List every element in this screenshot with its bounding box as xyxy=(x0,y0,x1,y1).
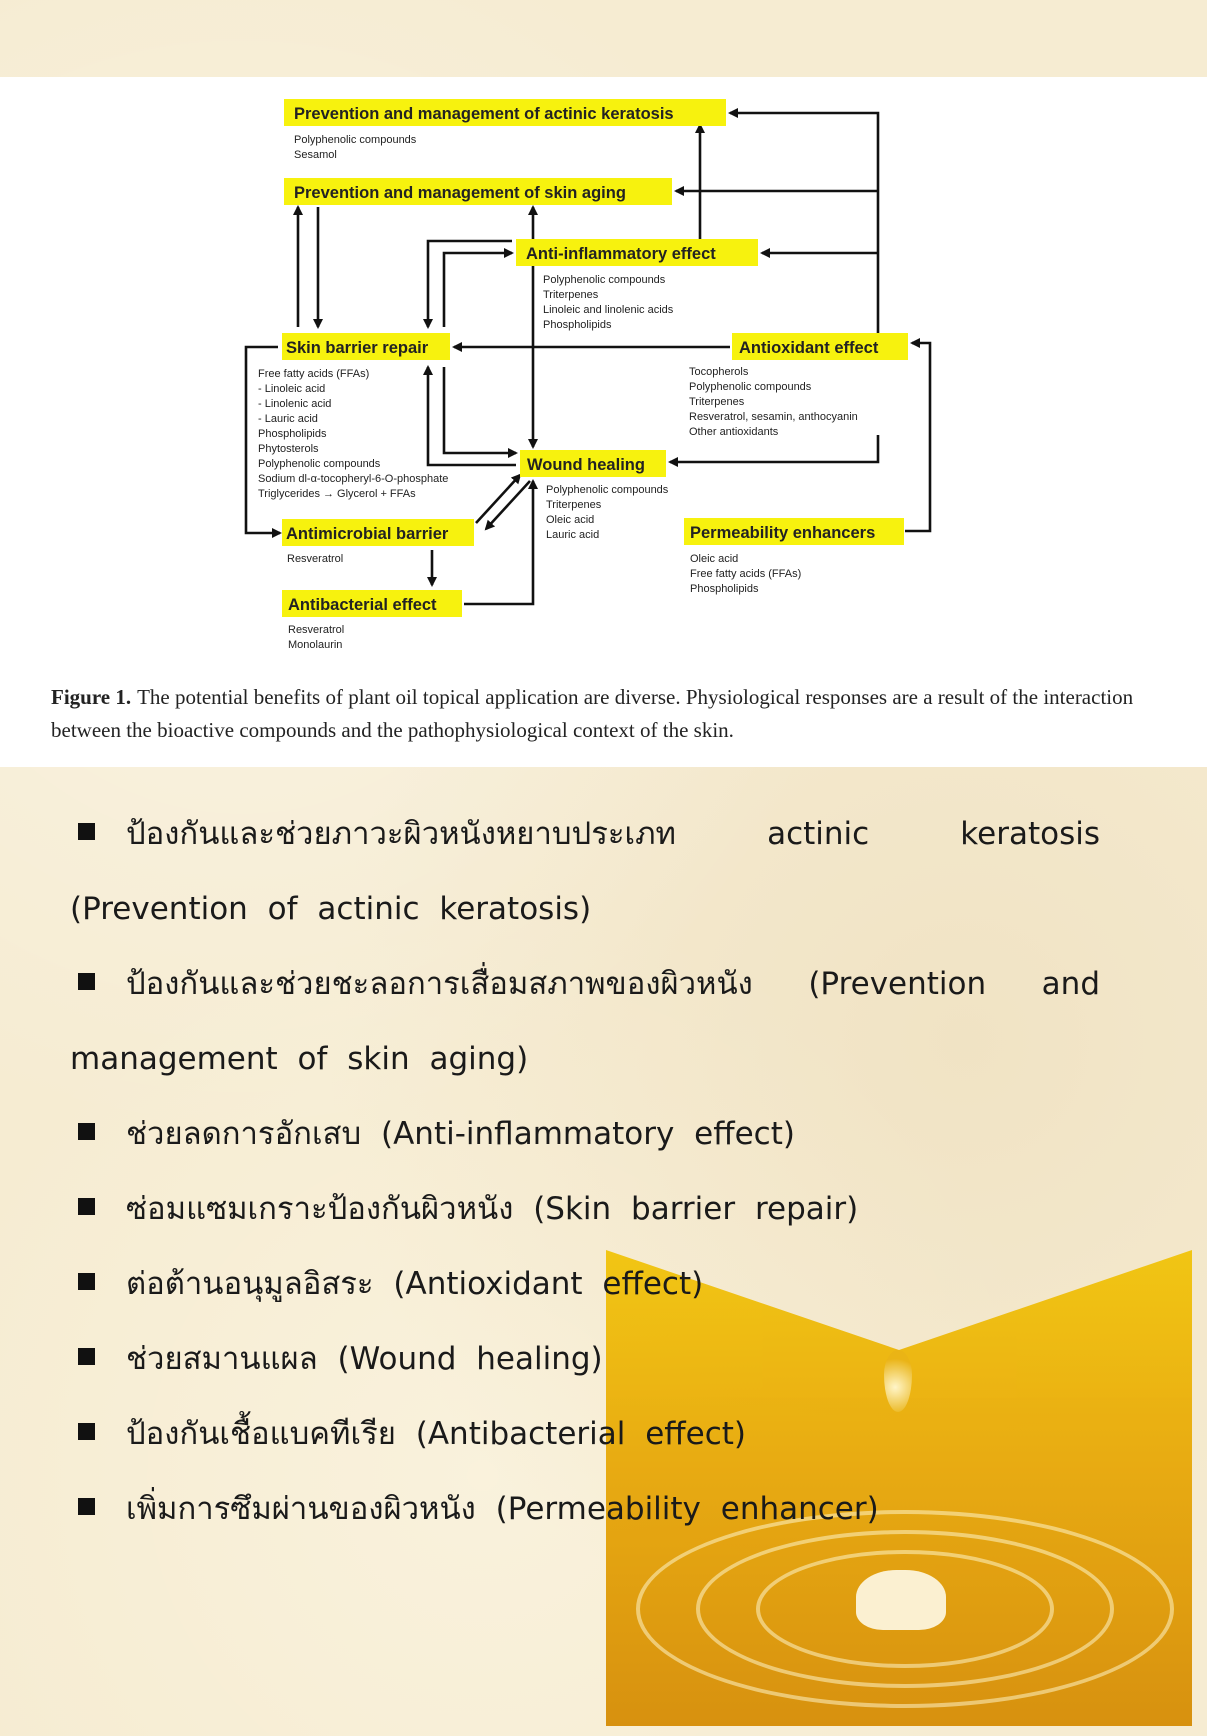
list-item: ต่อต้านอนุมูลอิสระ (Antioxidant effect) xyxy=(70,1247,1100,1322)
svg-text:Polyphenolic compounds: Polyphenolic compounds xyxy=(546,484,669,496)
benefit-list: ป้องกันและช่วยภาวะผิวหนังหยาบประเภท acti… xyxy=(70,797,1100,1547)
square-bullet-icon xyxy=(78,1198,95,1215)
svg-text:Resveratrol: Resveratrol xyxy=(288,624,344,636)
square-bullet-icon xyxy=(78,1348,95,1365)
square-bullet-icon xyxy=(78,1498,95,1515)
svg-text:Free fatty acids (FFAs): Free fatty acids (FFAs) xyxy=(258,368,369,380)
node-wound-healing: Wound healing Polyphenolic compounds Tri… xyxy=(520,450,669,541)
node-actinic-keratosis: Prevention and management of actinic ker… xyxy=(284,99,726,161)
svg-text:Tocopherols: Tocopherols xyxy=(689,366,749,378)
svg-text:Oleic acid: Oleic acid xyxy=(546,514,594,526)
list-item: ป้องกันเชื้อแบคทีเรีย (Antibacterial eff… xyxy=(70,1397,1100,1472)
svg-text:Triterpenes: Triterpenes xyxy=(689,396,745,408)
node-skin-aging: Prevention and management of skin aging xyxy=(284,178,672,205)
square-bullet-icon xyxy=(78,1423,95,1440)
svg-text:Lauric acid: Lauric acid xyxy=(546,529,599,541)
svg-text:Skin barrier repair: Skin barrier repair xyxy=(286,339,429,357)
svg-text:Phospholipids: Phospholipids xyxy=(543,319,612,331)
svg-text:Polyphenolic compounds: Polyphenolic compounds xyxy=(294,134,417,146)
svg-text:Antibacterial effect: Antibacterial effect xyxy=(288,596,437,614)
svg-text:Monolaurin: Monolaurin xyxy=(288,639,342,651)
node-antibacterial: Antibacterial effect Resveratrol Monolau… xyxy=(282,590,462,651)
svg-text:Wound healing: Wound healing xyxy=(527,456,645,474)
figure-panel: Prevention and management of actinic ker… xyxy=(0,77,1207,767)
svg-text:Sesamol: Sesamol xyxy=(294,149,337,161)
svg-text:Triglycerides → Glycerol + FFA: Triglycerides → Glycerol + FFAs xyxy=(258,488,416,500)
square-bullet-icon xyxy=(78,1123,95,1140)
benefits-diagram: Prevention and management of actinic ker… xyxy=(0,77,1207,677)
svg-text:Antioxidant effect: Antioxidant effect xyxy=(739,339,879,357)
svg-text:Resveratrol, sesamin, anthocya: Resveratrol, sesamin, anthocyanin xyxy=(689,411,858,423)
figure-caption: Figure 1.The potential benefits of plant… xyxy=(51,681,1161,747)
node-anti-inflammatory: Anti-inflammatory effect Polyphenolic co… xyxy=(516,239,758,331)
svg-text:Phospholipids: Phospholipids xyxy=(690,583,759,595)
list-item: ซ่อมแซมเกราะป้องกันผิวหนัง (Skin barrier… xyxy=(70,1172,1100,1247)
svg-text:- Lauric acid: - Lauric acid xyxy=(258,413,318,425)
svg-text:Phytosterols: Phytosterols xyxy=(258,443,319,455)
svg-text:Antimicrobial barrier: Antimicrobial barrier xyxy=(286,525,449,543)
svg-text:Permeability enhancers: Permeability enhancers xyxy=(690,524,875,542)
svg-text:- Linolenic acid: - Linolenic acid xyxy=(258,398,331,410)
svg-text:Resveratrol: Resveratrol xyxy=(287,553,343,565)
svg-text:Sodium dl-α-tocopheryl-6-O-pho: Sodium dl-α-tocopheryl-6-O-phosphate xyxy=(258,473,448,485)
list-item: ช่วยลดการอักเสบ (Anti-inflammatory effec… xyxy=(70,1097,1100,1172)
svg-text:Anti-inflammatory effect: Anti-inflammatory effect xyxy=(526,245,716,263)
svg-text:- Linoleic acid: - Linoleic acid xyxy=(258,383,325,395)
svg-text:Phospholipids: Phospholipids xyxy=(258,428,327,440)
square-bullet-icon xyxy=(78,973,95,990)
list-item: ป้องกันและช่วยชะลอการเสื่อมสภาพของผิวหนั… xyxy=(70,947,1100,1097)
svg-text:Polyphenolic compounds: Polyphenolic compounds xyxy=(689,381,812,393)
list-item: ช่วยสมานแผล (Wound healing) xyxy=(70,1322,1100,1397)
caption-text: The potential benefits of plant oil topi… xyxy=(51,685,1133,742)
list-item: เพิ่มการซึมผ่านของผิวหนัง (Permeability … xyxy=(70,1472,1100,1547)
caption-label: Figure 1. xyxy=(51,685,131,709)
svg-text:Triterpenes: Triterpenes xyxy=(543,289,599,301)
svg-text:Prevention and management of s: Prevention and management of skin aging xyxy=(294,184,626,202)
svg-text:Linoleic and linolenic acids: Linoleic and linolenic acids xyxy=(543,304,674,316)
svg-text:Oleic acid: Oleic acid xyxy=(690,553,738,565)
svg-text:Free fatty acids (FFAs): Free fatty acids (FFAs) xyxy=(690,568,801,580)
svg-text:Polyphenolic compounds: Polyphenolic compounds xyxy=(543,274,666,286)
square-bullet-icon xyxy=(78,823,95,840)
svg-text:Polyphenolic compounds: Polyphenolic compounds xyxy=(258,458,381,470)
node-skin-barrier-repair: Skin barrier repair Free fatty acids (FF… xyxy=(258,333,450,500)
node-antioxidant: Antioxidant effect Tocopherols Polypheno… xyxy=(689,333,908,438)
square-bullet-icon xyxy=(78,1273,95,1290)
oil-splash xyxy=(856,1570,946,1630)
node-antimicrobial-barrier: Antimicrobial barrier Resveratrol xyxy=(282,519,474,565)
svg-text:Other antioxidants: Other antioxidants xyxy=(689,426,779,438)
svg-text:Triterpenes: Triterpenes xyxy=(546,499,602,511)
node-permeability-enhancers: Permeability enhancers Oleic acid Free f… xyxy=(684,518,904,595)
svg-text:Prevention and management of a: Prevention and management of actinic ker… xyxy=(294,105,674,123)
list-item: ป้องกันและช่วยภาวะผิวหนังหยาบประเภท acti… xyxy=(70,797,1100,947)
